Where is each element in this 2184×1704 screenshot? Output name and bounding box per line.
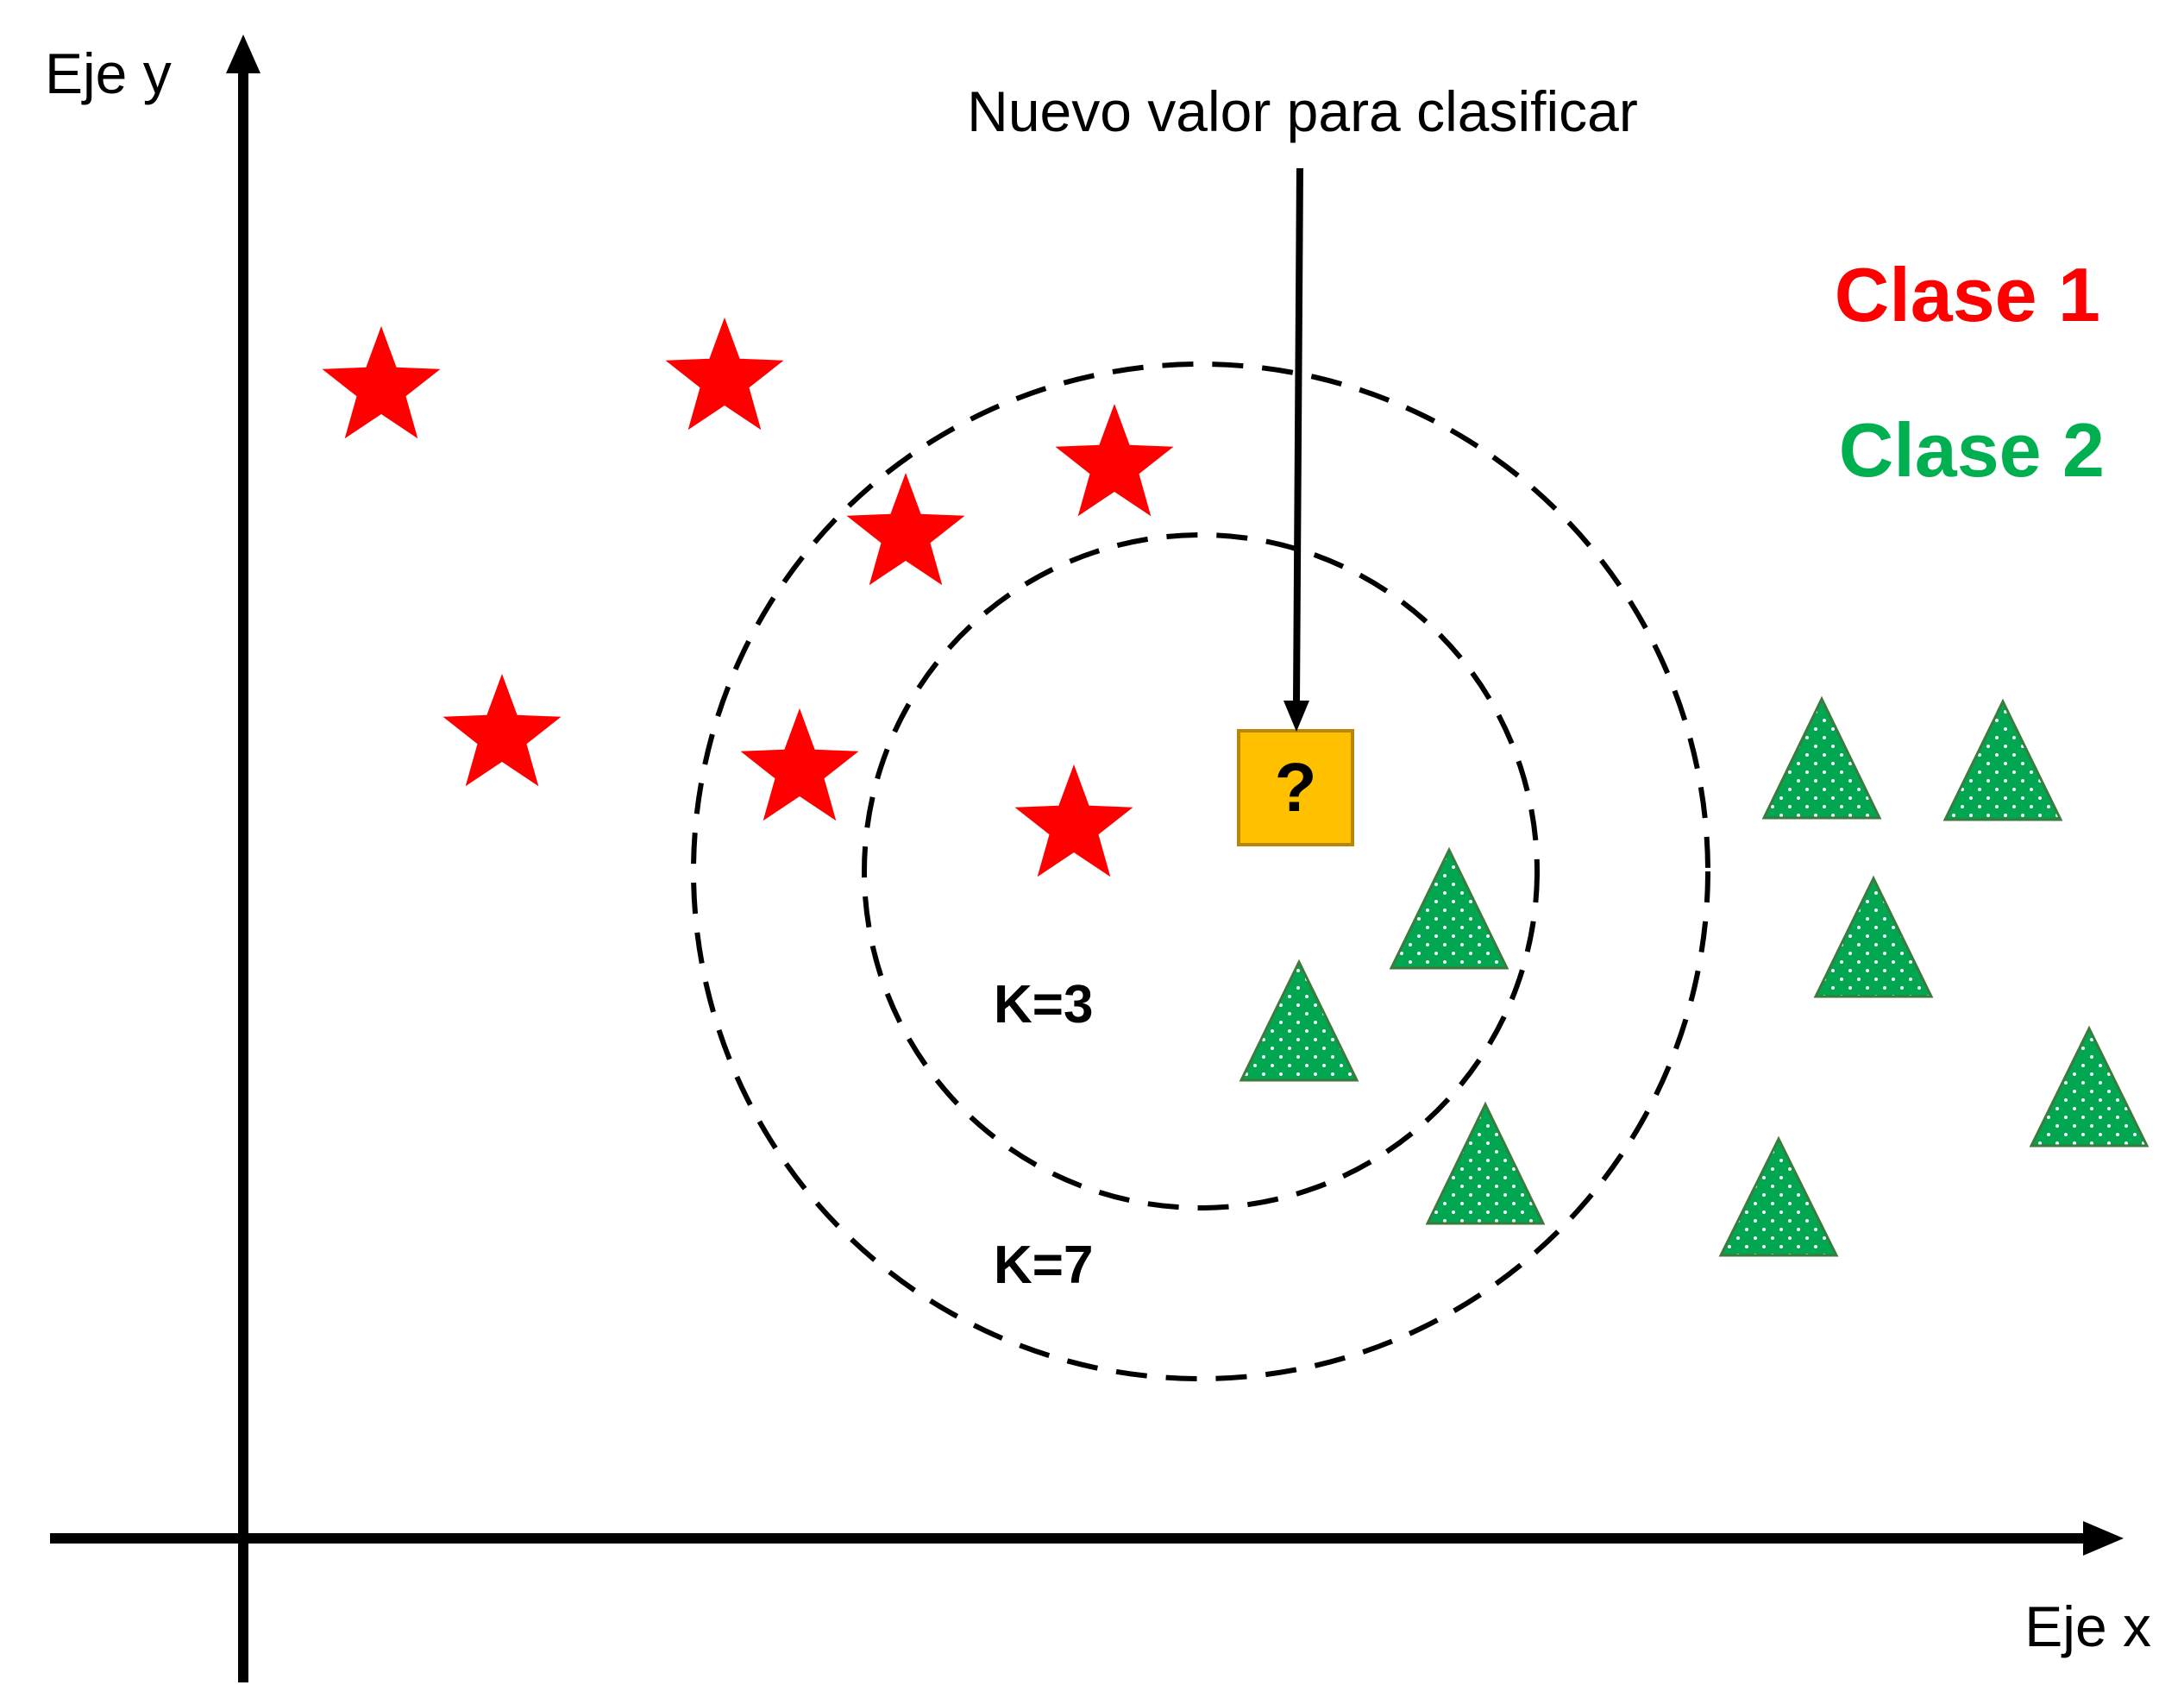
triangle-icon (1389, 846, 1509, 970)
star-icon (1014, 764, 1133, 877)
triangle-icon (1425, 1101, 1546, 1225)
x-axis-arrow-icon (2083, 1521, 2124, 1556)
k7-label: K=7 (994, 1236, 1093, 1295)
legend-class1: Clase 1 (1835, 252, 2100, 337)
annotation-label: Nuevo valor para clasificar (967, 79, 1638, 143)
annotation: Nuevo valor para clasificar (967, 79, 1638, 732)
star-icon (322, 326, 441, 439)
y-axis-arrow-icon (226, 35, 260, 73)
axes: Eje y Eje x (45, 35, 2151, 1682)
annotation-arrow-line (1293, 167, 1303, 704)
star-icon (442, 674, 562, 787)
star-icon (740, 708, 859, 821)
star-icon (1055, 404, 1174, 517)
annotation-arrow-head-icon (1283, 701, 1309, 732)
star-icon (846, 473, 965, 586)
class2-points (1239, 695, 2149, 1257)
legend-class2: Clase 2 (1839, 407, 2105, 493)
question-mark-icon: ? (1275, 749, 1317, 826)
outer-circle-k7 (691, 362, 1710, 1381)
query-point: ? (1237, 729, 1354, 846)
x-axis-label: Eje x (2024, 1594, 2151, 1658)
k3-label: K=3 (994, 975, 1093, 1034)
triangle-icon (1718, 1135, 1839, 1257)
neighborhoods: K=3 K=7 (691, 362, 1710, 1381)
inner-circle-k3 (862, 532, 1540, 1210)
triangle-icon (1761, 695, 1882, 820)
class1-points (322, 318, 1174, 877)
query-box (1237, 729, 1354, 846)
star-icon (665, 318, 784, 431)
legend: Clase 1 Clase 2 (1835, 252, 2105, 493)
triangle-icon (1239, 959, 1359, 1082)
triangle-icon (1813, 875, 1934, 998)
y-axis-label: Eje y (45, 41, 172, 105)
triangle-icon (2029, 1025, 2149, 1148)
triangle-icon (1942, 698, 2063, 821)
